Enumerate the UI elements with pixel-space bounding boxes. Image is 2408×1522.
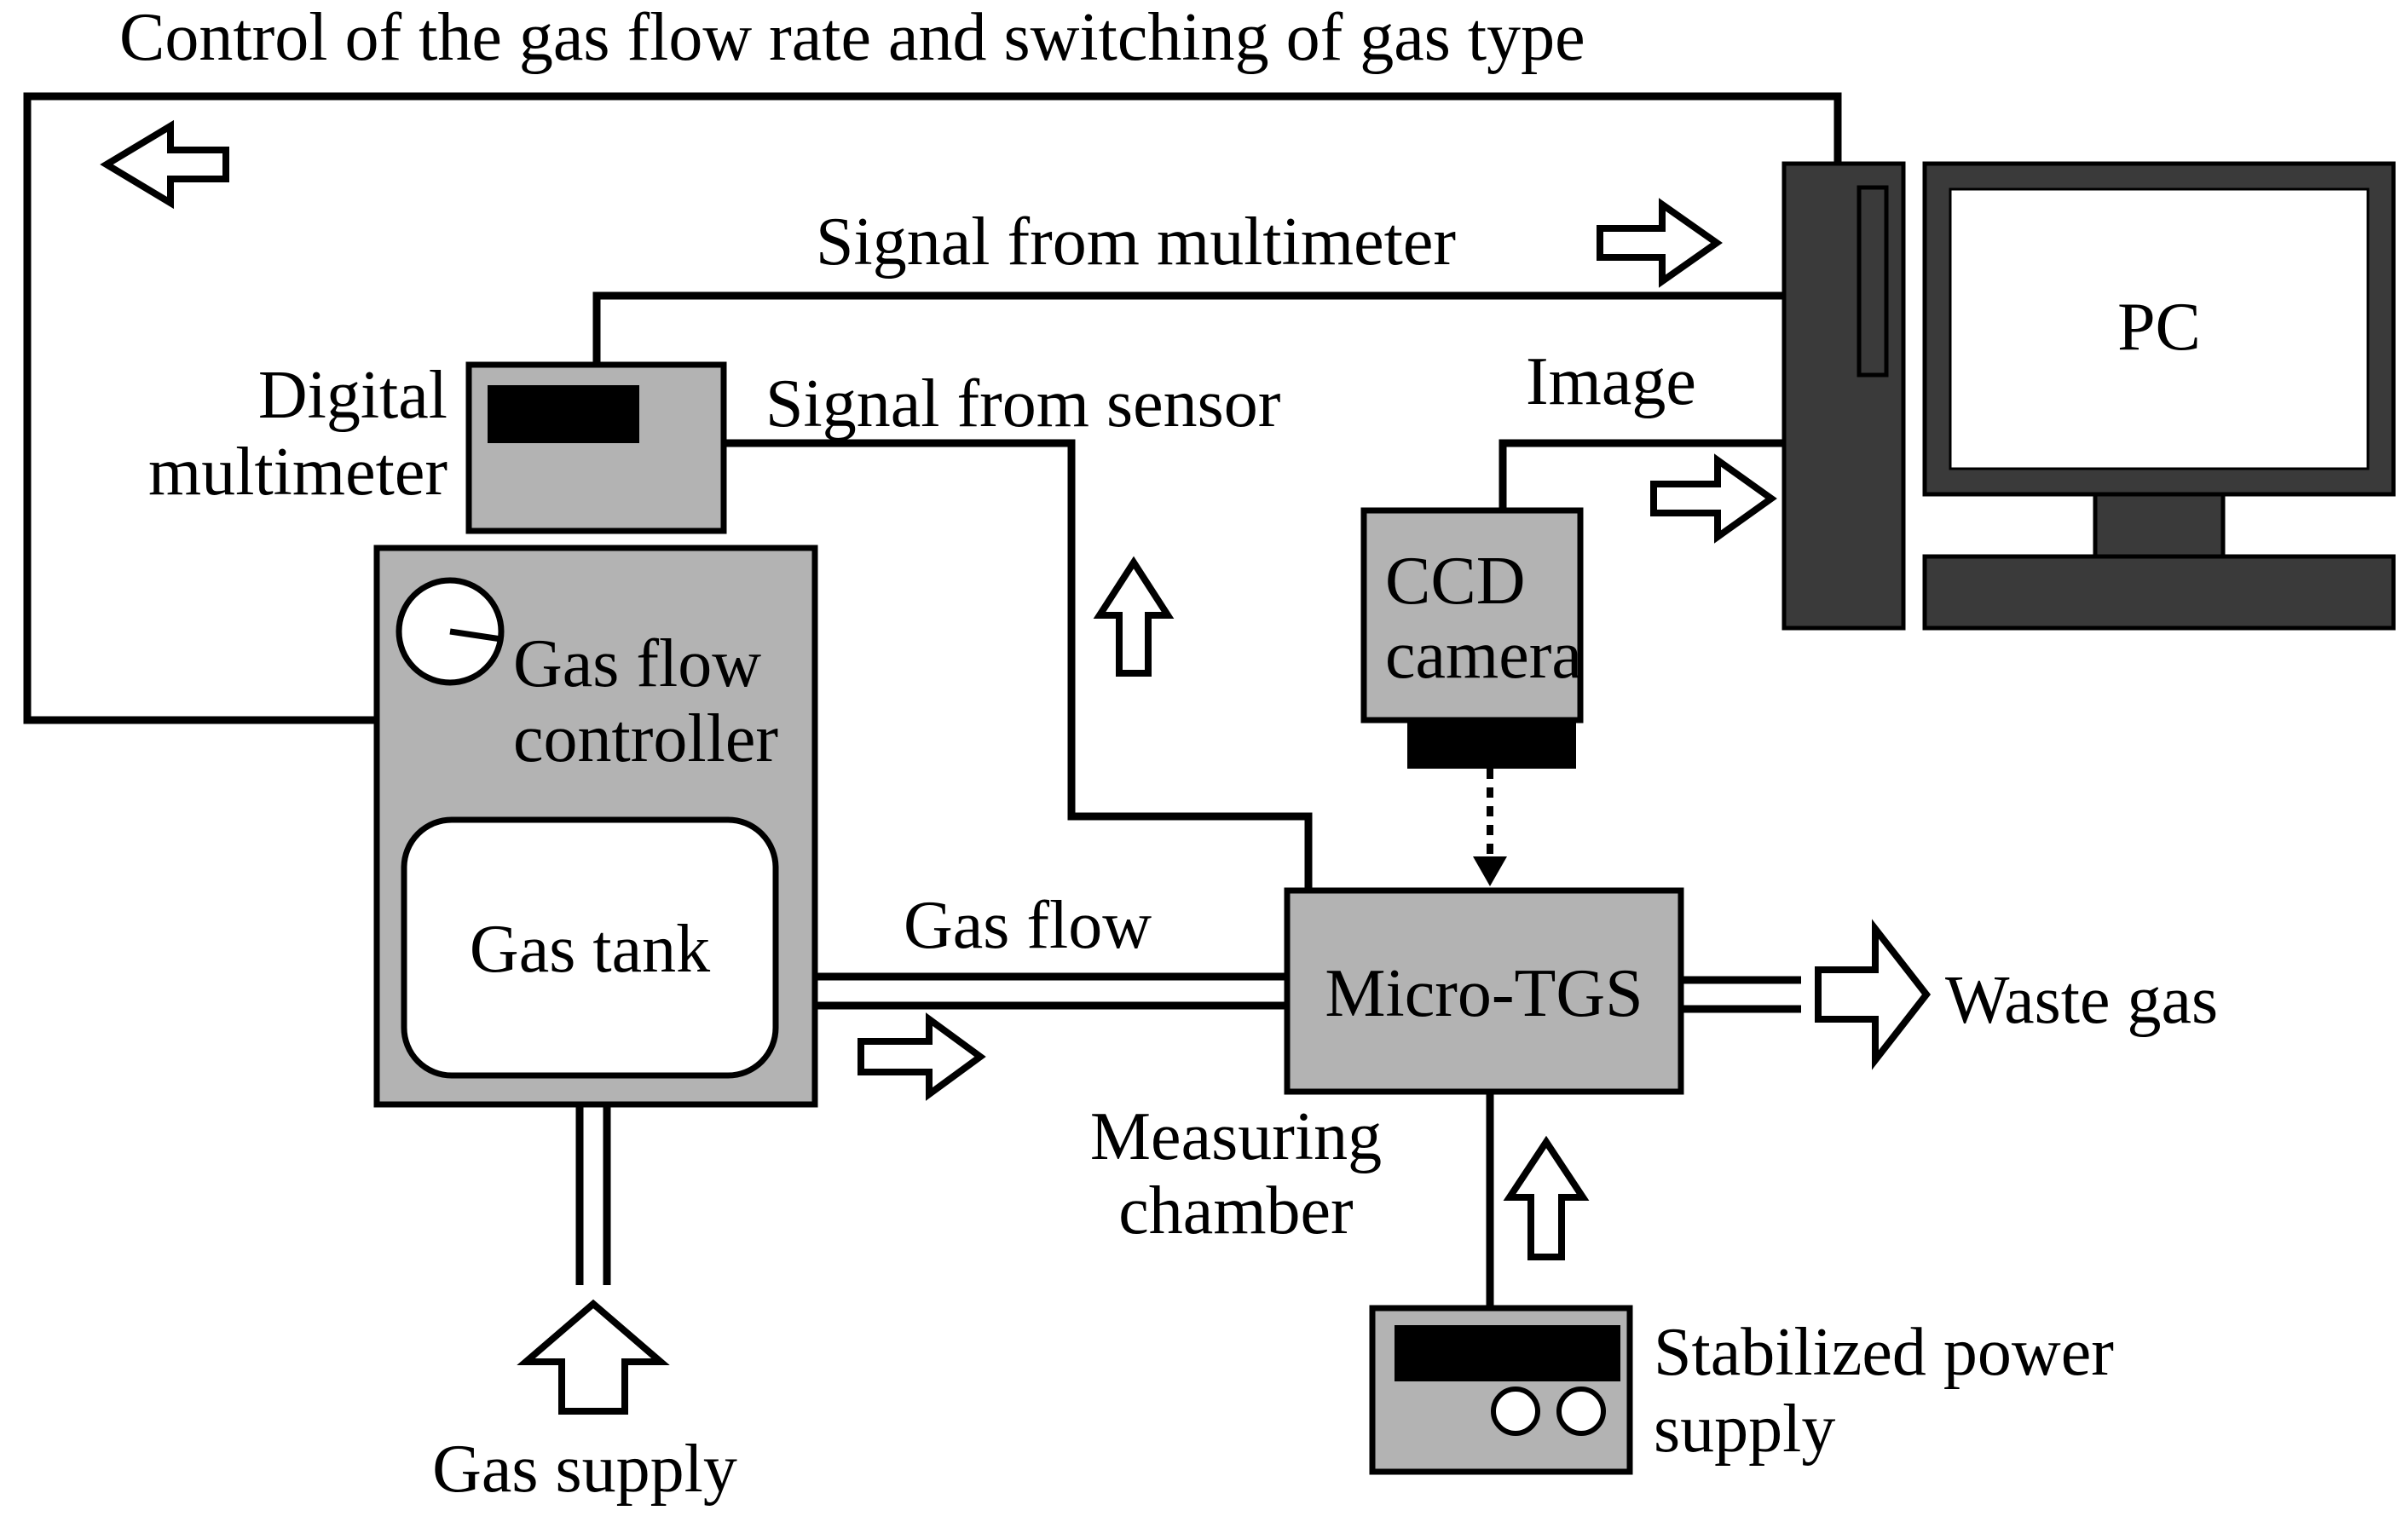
ccd-camera-box [1360, 507, 1584, 724]
gas-flow-controller-label-line1: Gas flow [513, 626, 761, 701]
control-label: Control of the gas flow rate and switchi… [119, 0, 1585, 75]
gas-tank-label: Gas tank [470, 912, 710, 987]
power-arrow-icon [1503, 1135, 1590, 1260]
multimeter-signal-arrow-icon [1597, 198, 1723, 288]
multimeter-display [488, 385, 639, 443]
digital-multimeter-label-line2: multimeter [148, 435, 448, 510]
power-supply-label-line2: supply [1654, 1392, 1835, 1467]
image-arrow-icon [1650, 453, 1777, 544]
ccd-camera-label-line2: camera [1385, 618, 1582, 693]
control-direction-arrow-icon [100, 119, 229, 210]
pc-tower [1781, 161, 1906, 631]
sensor-signal-arrow-icon [1093, 556, 1175, 677]
gas-flow-controller-label-line2: controller [513, 701, 778, 776]
gas-flow-arrow-icon [858, 1012, 986, 1101]
sensor-signal-label: Signal from sensor [765, 366, 1280, 441]
pc-label: PC [2117, 290, 2201, 365]
power-supply-label-line1: Stabilized power [1654, 1315, 2114, 1390]
power-knob-left [1491, 1387, 1540, 1436]
waste-gas-label: Waste gas [1945, 963, 2218, 1038]
measuring-chamber-label-line2: chamber [1118, 1173, 1353, 1248]
image-label: Image [1526, 344, 1696, 419]
waste-gas-arrow-icon [1815, 919, 1932, 1070]
sensor-signal-line [724, 439, 1313, 891]
control-line [23, 92, 1842, 724]
micro-tgs-label: Micro-TGS [1325, 956, 1643, 1031]
image-line [1499, 439, 1784, 510]
gas-supply-arrow-icon [517, 1299, 670, 1415]
multimeter-signal-label: Signal from multimeter [816, 205, 1456, 280]
gas-tank-box [401, 816, 779, 1079]
gas-flow-label: Gas flow [904, 888, 1152, 963]
micro-tgs-box [1284, 887, 1684, 1095]
ccd-camera-label-line1: CCD [1385, 544, 1526, 619]
measuring-chamber-label-line1: Measuring [1090, 1099, 1382, 1174]
digital-multimeter-label-line1: Digital [258, 358, 448, 433]
gauge-icon [396, 577, 505, 686]
gas-supply-label: Gas supply [432, 1432, 737, 1507]
power-knob-right [1556, 1387, 1606, 1436]
ccd-lens [1407, 720, 1576, 769]
pc-monitor [1922, 161, 2396, 631]
multimeter-signal-line [592, 291, 1784, 365]
optical-path-arrowhead [1473, 856, 1507, 886]
power-supply-display [1395, 1325, 1620, 1381]
